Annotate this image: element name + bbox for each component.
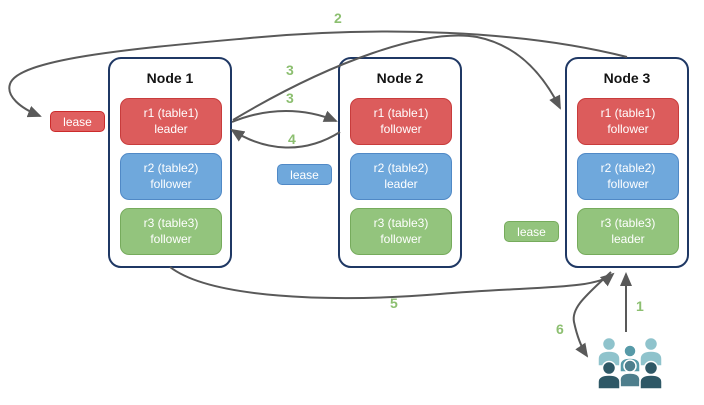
replica-role: follower — [607, 121, 649, 136]
arrow-2-node3-to-lease — [8, 30, 628, 118]
replica-name: r3 (table3) — [143, 215, 199, 230]
lease-badge-green: lease — [504, 221, 559, 242]
node-2-replica-r3: r3 (table3) follower — [350, 208, 452, 255]
step-label-4: 4 — [288, 131, 296, 147]
step-label-3a: 3 — [286, 62, 294, 78]
user-group-icon — [597, 336, 663, 390]
node-3-replica-r1: r1 (table1) follower — [577, 98, 679, 145]
node-1-replica-r2: r2 (table2) follower — [120, 153, 222, 200]
node-3: Node 3 r1 (table1) follower r2 (table2) … — [565, 57, 689, 268]
step-label-2: 2 — [334, 10, 342, 26]
node-2-title: Node 2 — [376, 70, 424, 86]
replica-role: follower — [150, 176, 192, 191]
node-1-replica-r1: r1 (table1) leader — [120, 98, 222, 145]
node-1-replica-r3: r3 (table3) follower — [120, 208, 222, 255]
replica-name: r2 (table2) — [600, 160, 656, 175]
node-3-title: Node 3 — [603, 70, 651, 86]
arrow-4-node2-ack-to-leader — [230, 128, 341, 149]
replica-role: leader — [384, 176, 418, 191]
replica-role: follower — [380, 121, 422, 136]
step-label-5: 5 — [390, 295, 398, 311]
node-1: Node 1 r1 (table1) leader r2 (table2) fo… — [108, 57, 232, 268]
replica-role: follower — [380, 231, 422, 246]
replica-name: r3 (table3) — [600, 215, 656, 230]
replica-name: r1 (table1) — [373, 105, 429, 120]
replica-name: r2 (table2) — [143, 160, 199, 175]
node-2-replica-r1: r1 (table1) follower — [350, 98, 452, 145]
replica-name: r1 (table1) — [143, 105, 199, 120]
node-2-replica-r2: r2 (table2) leader — [350, 153, 452, 200]
node-2: Node 2 r1 (table1) follower r2 (table2) … — [338, 57, 462, 268]
step-label-6: 6 — [556, 321, 564, 337]
step-label-1: 1 — [636, 298, 644, 314]
replica-role: follower — [150, 231, 192, 246]
replica-role: leader — [611, 231, 645, 246]
replica-name: r1 (table1) — [600, 105, 656, 120]
replica-name: r2 (table2) — [373, 160, 429, 175]
replica-role: leader — [154, 121, 188, 136]
arrow-5-node1-to-node3 — [169, 266, 615, 300]
arrow-6-node3-to-clients — [572, 271, 612, 358]
lease-badge-blue: lease — [277, 164, 332, 185]
lease-badge-red: lease — [50, 111, 105, 132]
node-3-replica-r3: r3 (table3) leader — [577, 208, 679, 255]
step-label-3b: 3 — [286, 90, 294, 106]
replica-role: follower — [607, 176, 649, 191]
node-1-title: Node 1 — [146, 70, 194, 86]
arrow-3-leader-to-node2-follower — [231, 110, 338, 123]
node-3-replica-r2: r2 (table2) follower — [577, 153, 679, 200]
replica-name: r3 (table3) — [373, 215, 429, 230]
